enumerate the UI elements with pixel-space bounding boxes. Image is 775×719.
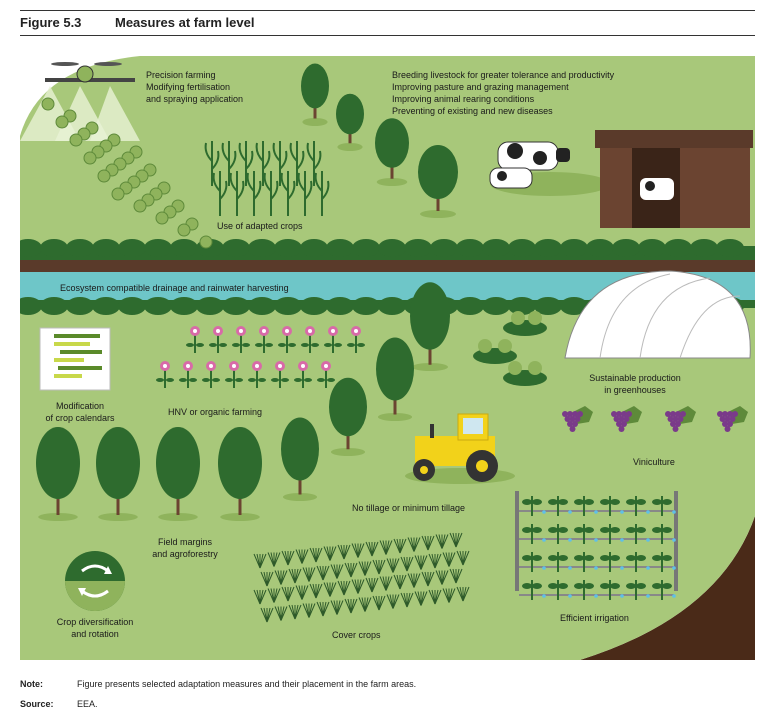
precision-crop-rows [41,97,213,249]
note-key: Note: [20,679,43,689]
label-cover-crops: Cover crops [332,630,381,640]
figure-source: Source: EEA. [20,699,98,709]
figure-note: Note: Figure presents selected adaptation… [20,679,416,689]
irrigation-icon [515,491,678,600]
cover-crops-icon [253,532,470,623]
source-key: Source: [20,699,54,709]
barn-icon [595,130,753,228]
label-irrigation: Efficient irrigation [560,613,629,623]
hedge-row-upper [14,239,755,260]
figure-title: Measures at farm level [115,15,255,30]
farm-illustration [14,56,755,660]
adapted-crops-icon [204,141,330,216]
figure-number: Figure 5.3 [20,15,82,30]
label-tillage: No tillage or minimum tillage [352,503,466,513]
label-drainage: Ecosystem compatible drainage and rainwa… [60,283,289,293]
agroforestry-trees [36,282,450,521]
viniculture-icon [562,406,748,432]
soil-edge [580,516,755,660]
label-hnv-farming: HNV or organic farming [168,407,263,417]
label-viniculture: Viniculture [633,457,675,467]
fence-upper [20,260,755,272]
hnv-flowers-icon [156,326,365,388]
source-text: EEA. [77,699,98,709]
note-text: Figure presents selected adaptation meas… [77,679,417,689]
upper-trees [301,63,458,218]
crop-calendar-icon [39,327,111,391]
greenhouse-vegetables-icon [473,311,547,386]
figure-header: Figure 5.3 Measures at farm level [20,10,755,36]
label-livestock: Breeding livestock for greater tolerance… [392,70,615,116]
tractor-icon [405,413,515,484]
lower-field [20,300,755,660]
greenhouse-icon [564,270,751,359]
cows-pasture-icon [489,141,610,196]
label-adapted-crops: Use of adapted crops [217,221,303,231]
crop-rotation-icon [65,551,125,611]
